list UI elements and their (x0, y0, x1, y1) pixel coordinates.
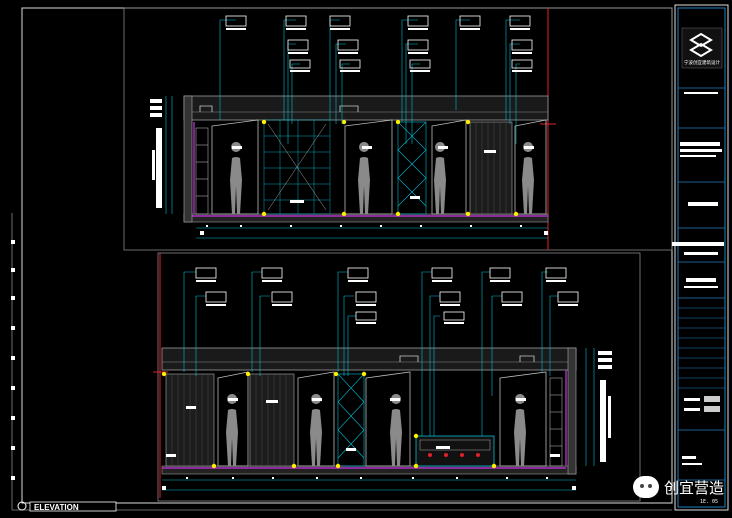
logo-caption: 宁波创宜建筑设计 (684, 59, 720, 66)
elevation-markers-bottom (161, 371, 497, 469)
drawing-title: ELEVATION (34, 503, 79, 512)
elevation-top (150, 15, 549, 239)
logo-mark-icon (689, 32, 713, 58)
width-dimensions-top (196, 227, 548, 239)
wechat-watermark: 创宜营造 (632, 476, 724, 498)
textured-panel-top (469, 121, 513, 215)
left-margin-ticks (11, 240, 15, 480)
title-marker-icon (17, 501, 27, 511)
drawing-title-bar: ELEVATION (17, 501, 117, 512)
mannequin-icon (226, 394, 526, 466)
elevation-bottom (161, 267, 612, 491)
sheet-frame (11, 4, 729, 511)
elevation-markers (261, 119, 519, 217)
callout-leaders-top (219, 19, 520, 144)
display-counter (415, 435, 495, 467)
title-block: 宁波创宜建筑设计 1E. 05 (672, 27, 725, 505)
wechat-icon (632, 476, 659, 498)
height-dimensions-top (150, 96, 173, 214)
height-dimensions-bottom (585, 348, 612, 466)
mannequin-icon (230, 142, 534, 214)
textured-panels-bottom (165, 373, 295, 467)
width-dimensions-bottom (162, 479, 576, 491)
watermark-text: 创宜营造 (663, 478, 724, 497)
sheet-number: 1E. 05 (700, 499, 718, 505)
